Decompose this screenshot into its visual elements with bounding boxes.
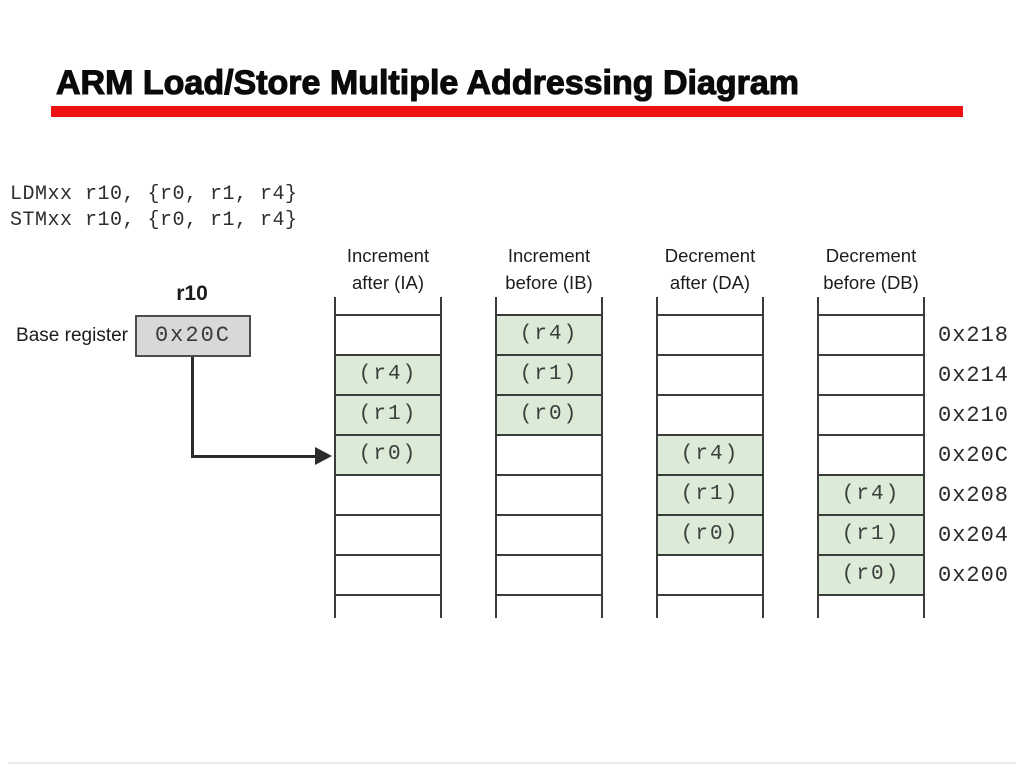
column-header-line2: after (IA) [352, 272, 424, 293]
memory-cell: (r1) [497, 356, 601, 396]
memory-column-ib: (r4)(r1)(r0) [495, 297, 603, 618]
memory-cell: (r0) [336, 436, 440, 476]
address-label: 0x20C [938, 443, 1010, 468]
slide-title: ARM Load/Store Multiple Addressing Diagr… [55, 63, 800, 102]
memory-cell [819, 356, 923, 396]
column-header-line2: before (IB) [505, 272, 593, 293]
column-header-ia: Increment after (IA) [313, 242, 463, 296]
memory-cell [819, 436, 923, 476]
memory-cell: (r4) [658, 436, 762, 476]
address-label: 0x210 [938, 403, 1010, 428]
base-pointer-arrowhead-icon [315, 447, 332, 465]
base-pointer-arrow-horizontal [191, 455, 316, 458]
address-label: 0x214 [938, 363, 1010, 388]
column-header-line1: Increment [346, 245, 430, 266]
memory-cell [497, 556, 601, 596]
address-label: 0x200 [938, 563, 1010, 588]
memory-cell: (r1) [336, 396, 440, 436]
column-header-db: Decrement before (DB) [796, 242, 946, 296]
address-label: 0x218 [938, 323, 1010, 348]
memory-cell [497, 516, 601, 556]
memory-cell: (r0) [497, 396, 601, 436]
column-header-line1: Decrement [825, 245, 917, 266]
column-header-line1: Increment [507, 245, 591, 266]
memory-cell: (r1) [819, 516, 923, 556]
memory-cell-partial-bottom [336, 596, 440, 618]
memory-column-db: (r4)(r1)(r0) [817, 297, 925, 618]
memory-cell [658, 356, 762, 396]
base-pointer-arrow-vertical [191, 357, 194, 458]
memory-cell [336, 476, 440, 516]
column-header-line1: Decrement [664, 245, 756, 266]
memory-column-da: (r4)(r1)(r0) [656, 297, 764, 618]
memory-cell [658, 396, 762, 436]
column-header-da: Decrement after (DA) [635, 242, 785, 296]
memory-cell: (r0) [658, 516, 762, 556]
memory-cell-partial-top [658, 297, 762, 316]
column-header-line2: before (DB) [823, 272, 919, 293]
code-snippet: LDMxx r10, {r0, r1, r4} STMxx r10, {r0, r… [10, 182, 298, 234]
memory-cell [658, 556, 762, 596]
column-header-line2: after (DA) [669, 272, 751, 293]
memory-cell-partial-bottom [819, 596, 923, 618]
code-line-ldm: LDMxx r10, {r0, r1, r4} [10, 183, 298, 206]
memory-cell: (r4) [819, 476, 923, 516]
code-line-stm: STMxx r10, {r0, r1, r4} [10, 209, 298, 232]
column-header-ib: Increment before (IB) [474, 242, 624, 296]
memory-cell-partial-bottom [497, 596, 601, 618]
base-register-label: Base register [16, 325, 128, 346]
memory-cell [336, 316, 440, 356]
memory-cell-partial-bottom [658, 596, 762, 618]
memory-cell: (r1) [658, 476, 762, 516]
memory-cell [336, 516, 440, 556]
memory-cell [336, 556, 440, 596]
memory-cell: (r4) [497, 316, 601, 356]
slide-bottom-rule [8, 762, 1016, 764]
memory-cell [497, 476, 601, 516]
memory-cell: (r4) [336, 356, 440, 396]
address-label: 0x204 [938, 523, 1010, 548]
memory-cell-partial-top [497, 297, 601, 316]
address-label: 0x208 [938, 483, 1010, 508]
memory-column-ia: (r4)(r1)(r0) [334, 297, 442, 618]
memory-cell [658, 316, 762, 356]
memory-cell-partial-top [336, 297, 440, 316]
title-underline-rule [51, 106, 963, 117]
base-register-name: r10 [176, 282, 208, 305]
memory-cell-partial-top [819, 297, 923, 316]
base-register-value-box: 0x20C [135, 315, 251, 357]
memory-cell [819, 316, 923, 356]
memory-cell [819, 396, 923, 436]
memory-cell: (r0) [819, 556, 923, 596]
memory-cell [497, 436, 601, 476]
